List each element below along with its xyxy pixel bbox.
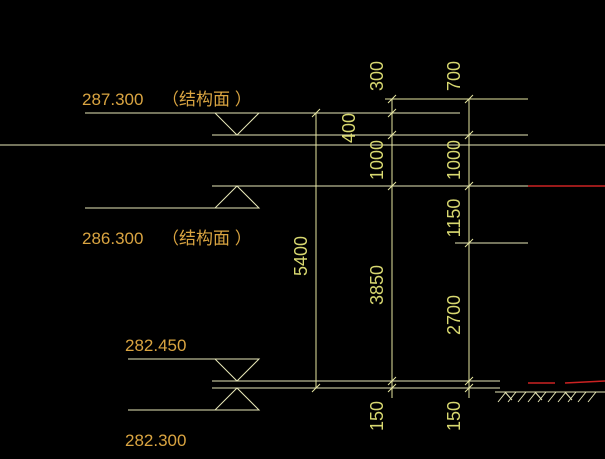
elevation-marker-down xyxy=(213,358,261,382)
dimension-1000: 1000 xyxy=(444,140,464,180)
level-label-286-300: 286.300 xyxy=(82,229,143,248)
dimension-tick xyxy=(464,130,474,140)
dimension-tick xyxy=(464,181,474,191)
dimension-3850: 3850 xyxy=(367,265,387,305)
level-label-287-300: 287.300 xyxy=(82,90,143,109)
dimension-tick xyxy=(387,376,397,386)
level-note-286-300: （结构面 ） xyxy=(162,229,252,248)
dimension-tick xyxy=(464,94,474,104)
level-label-282-450: 282.450 xyxy=(125,336,186,355)
dimension-5400: 5400 xyxy=(291,236,311,276)
dimension-700: 700 xyxy=(444,61,464,91)
elevation-marker-down xyxy=(213,112,261,136)
dimension-150: 150 xyxy=(444,401,464,431)
dimension-1150: 1150 xyxy=(444,199,464,238)
level-note-287-300: （结构面 ） xyxy=(162,90,252,109)
dimension-tick xyxy=(387,181,397,191)
ground-hatch-symbol xyxy=(495,391,605,403)
dimension-tick xyxy=(464,376,474,386)
dimension-300: 300 xyxy=(367,61,387,91)
red-marker-line xyxy=(564,380,605,384)
dimension-tick xyxy=(387,130,397,140)
elevation-marker-up xyxy=(213,185,261,209)
elevation-marker-up xyxy=(213,387,261,411)
dimension-tick xyxy=(464,238,474,248)
dimension-400: 400 xyxy=(339,113,359,143)
dimension-tick xyxy=(311,108,321,118)
dimension-tick xyxy=(464,383,474,393)
dimension-tick xyxy=(311,383,321,393)
dimension-tick xyxy=(387,383,397,393)
dimension-2700: 2700 xyxy=(444,295,464,335)
dimension-tick xyxy=(387,94,397,104)
dimension-150: 150 xyxy=(367,401,387,431)
level-label-282-300: 282.300 xyxy=(125,431,186,450)
dimension-1000: 1000 xyxy=(367,140,387,180)
dimension-tick xyxy=(387,108,397,118)
